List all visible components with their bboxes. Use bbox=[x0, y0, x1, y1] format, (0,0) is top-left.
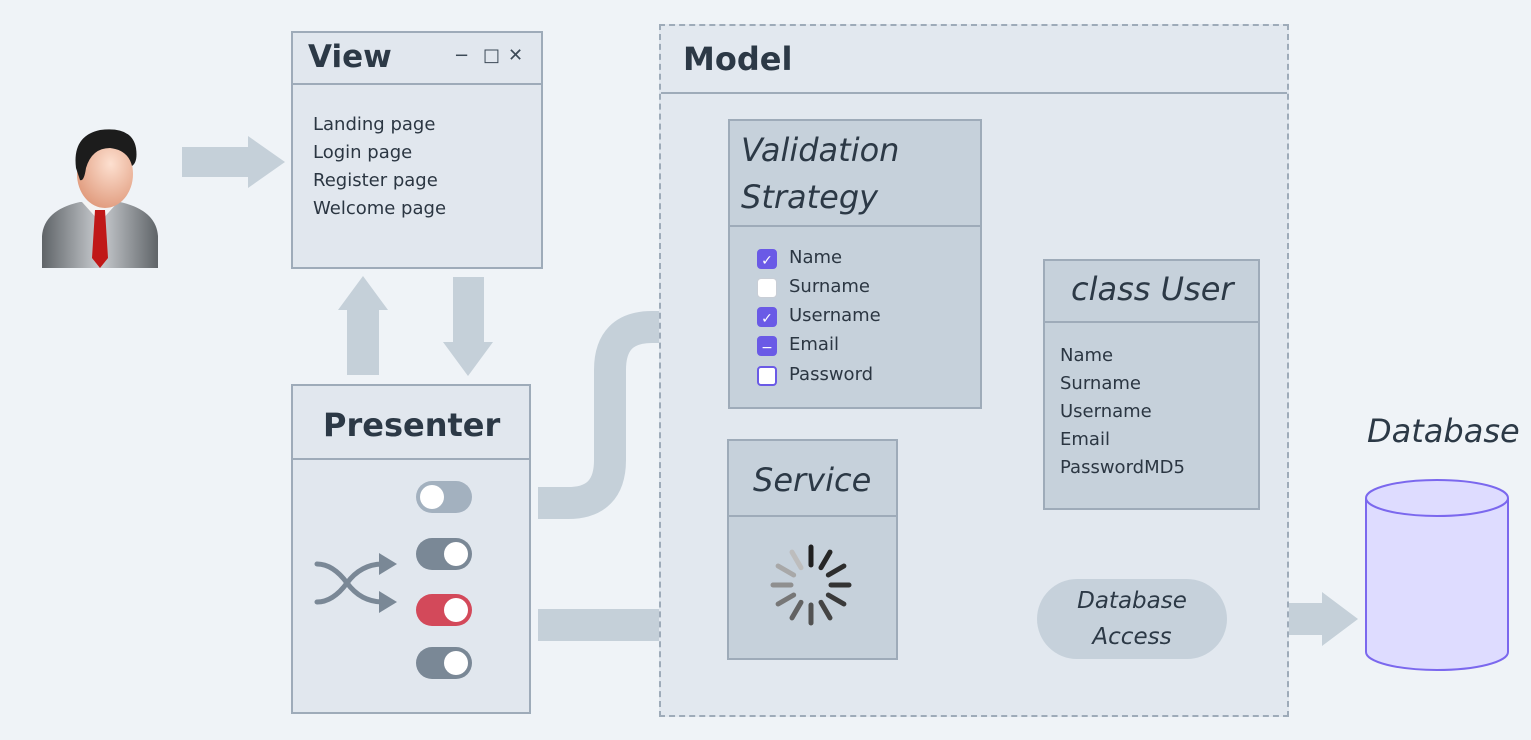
toggle-knob bbox=[444, 542, 468, 566]
model-header: Model bbox=[661, 26, 1287, 94]
toggle-knob bbox=[420, 485, 444, 509]
maximize-icon[interactable]: □ bbox=[483, 45, 501, 66]
service-title: Service bbox=[753, 461, 872, 499]
class-user-fields: Name Surname Username Email PasswordMD5 bbox=[1060, 342, 1185, 482]
view-page-list: Landing page Login page Register page We… bbox=[313, 111, 446, 223]
validation-title-line2: Strategy bbox=[741, 178, 879, 216]
checkbox-label: Username bbox=[789, 305, 881, 326]
field-item: PasswordMD5 bbox=[1060, 457, 1185, 478]
view-title: View bbox=[308, 39, 392, 75]
checkbox-focused-icon[interactable] bbox=[757, 366, 777, 386]
toggle-switch-3[interactable] bbox=[416, 594, 472, 626]
arrow-presenter-to-validation bbox=[538, 311, 690, 519]
arrow-presenter-to-view bbox=[338, 276, 388, 375]
model-title: Model bbox=[683, 40, 793, 78]
close-icon[interactable]: ✕ bbox=[508, 45, 524, 66]
class-user-title: class User bbox=[1071, 270, 1234, 308]
validation-strategy-box: Validation Strategy ✓ Name Surname ✓ Use… bbox=[728, 119, 982, 409]
validation-header: Validation Strategy bbox=[730, 121, 980, 227]
arrow-view-to-presenter bbox=[443, 277, 493, 376]
view-header: View − □ ✕ bbox=[293, 33, 541, 85]
field-item: Email bbox=[1060, 429, 1110, 450]
class-user-header: class User bbox=[1045, 261, 1258, 323]
page-item: Login page bbox=[313, 142, 413, 163]
database-label: Database bbox=[1367, 412, 1520, 450]
checkbox-checked-icon[interactable]: ✓ bbox=[757, 249, 777, 269]
toggle-knob bbox=[444, 598, 468, 622]
page-item: Welcome page bbox=[313, 198, 447, 219]
loading-spinner-icon bbox=[770, 544, 852, 626]
field-item: Surname bbox=[1060, 373, 1141, 394]
presenter-box: Presenter bbox=[291, 384, 531, 714]
user-avatar-icon bbox=[40, 118, 160, 274]
checkbox-indeterminate-icon[interactable]: − bbox=[757, 336, 777, 356]
database-access-line1: Database bbox=[1077, 588, 1187, 614]
toggle-switch-2[interactable] bbox=[416, 538, 472, 570]
field-item: Name bbox=[1060, 345, 1114, 366]
minimize-icon[interactable]: − bbox=[454, 45, 470, 66]
toggle-switch-4[interactable] bbox=[416, 647, 472, 679]
service-box: Service bbox=[727, 439, 898, 660]
database-access-line2: Access bbox=[1092, 624, 1172, 650]
presenter-title: Presenter bbox=[323, 406, 501, 444]
presenter-header: Presenter bbox=[293, 386, 529, 460]
page-item: Landing page bbox=[313, 114, 436, 135]
shuffle-icon bbox=[314, 553, 397, 613]
view-window: View − □ ✕ Landing page Login page Regis… bbox=[291, 31, 543, 269]
arrow-user-to-view bbox=[182, 136, 285, 188]
checkbox-label: Name bbox=[789, 247, 843, 268]
checkbox-label: Surname bbox=[789, 276, 870, 297]
toggle-switch-1[interactable] bbox=[416, 481, 472, 513]
service-header: Service bbox=[729, 441, 896, 517]
page-item: Register page bbox=[313, 170, 438, 191]
field-item: Username bbox=[1060, 401, 1152, 422]
database-cylinder-icon bbox=[1365, 479, 1509, 671]
database-access-pill: Database Access bbox=[1037, 579, 1227, 659]
toggle-knob bbox=[444, 651, 468, 675]
checkbox-label: Password bbox=[789, 364, 874, 385]
class-user-box: class User Name Surname Username Email P… bbox=[1043, 259, 1260, 510]
checkbox-checked-icon[interactable]: ✓ bbox=[757, 307, 777, 327]
checkbox-empty-icon[interactable] bbox=[757, 278, 777, 298]
checkbox-label: Email bbox=[789, 334, 839, 355]
validation-title-line1: Validation bbox=[741, 131, 900, 169]
